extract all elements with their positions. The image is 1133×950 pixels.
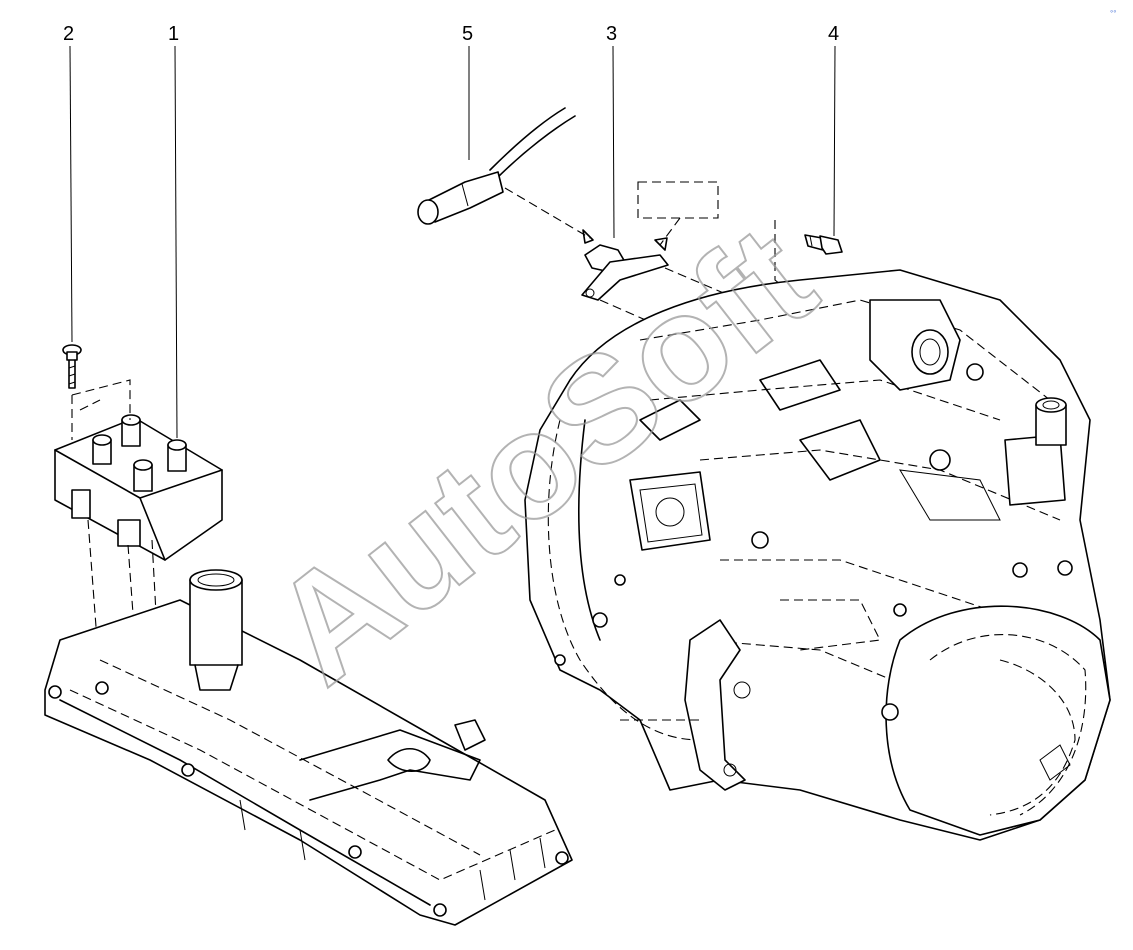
callout-4: 4 [828,23,839,45]
callout-1: 1 [168,23,179,45]
screw-part-2 [62,344,82,389]
transmission-housing [524,269,1111,841]
connector-part-5 [417,107,594,244]
callout-5: 5 [462,23,473,45]
callout-3: 3 [606,23,617,45]
bolt-part-4 [774,220,843,301]
leader-lines [69,45,836,439]
sensor-part-3 [581,181,741,336]
callout-2: 2 [63,23,74,45]
ignition-coil-part-1 [54,379,223,561]
valve-cover [44,569,573,926]
corner-mark: ◦◦ [1110,6,1116,16]
